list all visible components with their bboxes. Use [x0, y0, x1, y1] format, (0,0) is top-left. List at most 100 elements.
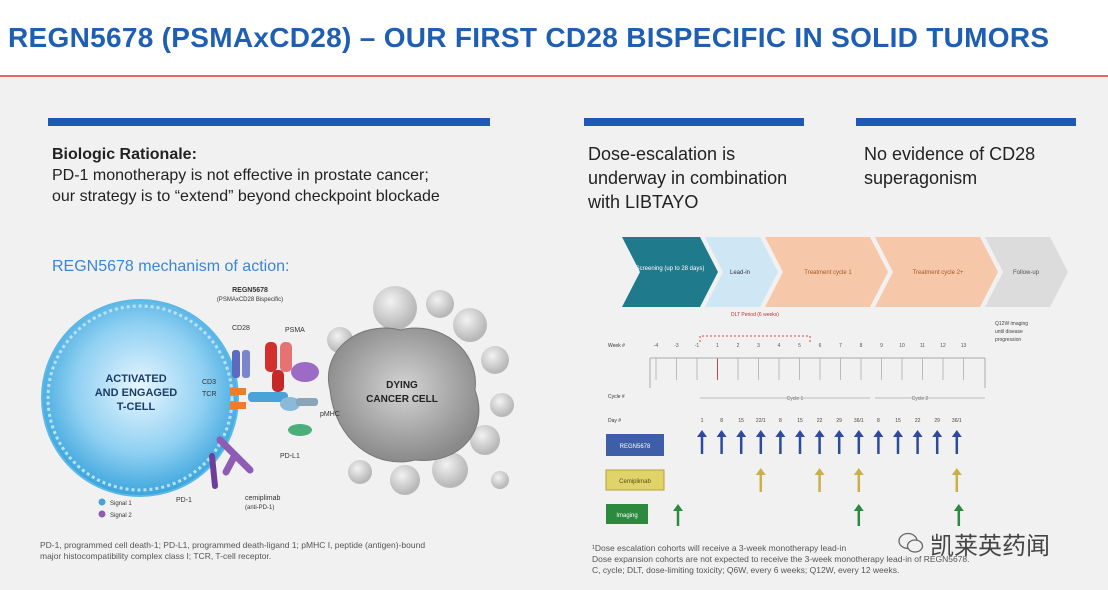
day-label: 15 — [797, 418, 803, 424]
legend-marker-2 — [98, 510, 106, 518]
dose-escalation-text: Dose-escalation is underway in combinati… — [588, 142, 787, 214]
tcell-label-1: ACTIVATED — [105, 373, 166, 385]
week-label: 4 — [778, 343, 781, 349]
label-psma: PSMA — [285, 327, 305, 334]
week-label: 9 — [880, 343, 883, 349]
watermark-text: 凯莱英药闻 — [930, 531, 1050, 560]
regn5678-dose-arrow — [716, 430, 727, 454]
week-label: 8 — [860, 343, 863, 349]
regn5678-dose-arrow — [814, 430, 825, 454]
imaging-arrow — [853, 504, 864, 526]
left-section-bar — [48, 118, 490, 126]
imaging-arrow — [673, 504, 683, 526]
rationale-heading: Biologic Rationale: — [52, 146, 197, 163]
right-footnote: ¹Dose escalation cohorts will receive a … — [592, 543, 970, 576]
right-note-3: progression — [995, 337, 1021, 343]
phase-2-label: Lead-in — [730, 270, 750, 276]
imaging-arrow — [953, 504, 964, 526]
label-cemiplimab: cemiplimab — [245, 495, 281, 502]
pmhc-complex — [296, 398, 318, 406]
tcell-label-2: AND ENGAGED — [95, 387, 178, 399]
week-label: 11 — [920, 343, 925, 349]
left-footnote: PD-1, programmed cell death-1; PD-L1, pr… — [40, 540, 425, 562]
slide-title: REGN5678 (PSMAxCD28) – OUR FIRST CD28 BI… — [8, 22, 1050, 53]
pdl1-ligand — [288, 424, 312, 436]
label-pmhc: pMHC — [320, 411, 340, 418]
cycle-1-label: Cycle 1 — [787, 396, 804, 402]
regn5678-dose-arrow — [775, 430, 786, 454]
label-cemiplimab-sub: (anti-PD-1) — [245, 505, 274, 511]
label-cd28: CD28 — [232, 325, 250, 332]
psma-antigen — [291, 362, 319, 382]
regn5678-dose-arrow — [834, 430, 845, 454]
drug-box-cemiplimab — [605, 469, 665, 491]
drug-1-label: REGN5678 — [620, 444, 651, 450]
phase-3-label: Treatment cycle 1 — [804, 270, 852, 276]
regn5678-dose-arrow — [697, 430, 707, 454]
day-label: 1 — [701, 418, 704, 424]
tcr-complex — [230, 388, 300, 411]
week-label: 3 — [757, 343, 760, 349]
drug-box-regn5678 — [606, 434, 664, 456]
regn5678-dose-arrow — [893, 430, 903, 454]
week-label: 13 — [961, 343, 967, 349]
regn5678-dose-arrow — [873, 430, 884, 454]
moa-title: REGN5678 mechanism of action: — [52, 258, 290, 275]
day-label: 29 — [934, 418, 940, 424]
row-cycle-label: Cycle # — [608, 394, 625, 400]
day-label: 8 — [779, 418, 782, 424]
label-cd3: CD3 — [202, 379, 216, 386]
week-label: -3 — [674, 343, 679, 349]
right-footnote-1: ¹Dose escalation cohorts will receive a … — [592, 543, 847, 553]
day-label: 29 — [836, 418, 842, 424]
row-day-label: Day # — [608, 418, 621, 424]
right-footnote-2: Dose expansion cohorts are not expected … — [592, 554, 970, 564]
week-label: 5 — [798, 343, 801, 349]
label-tcr: TCR — [202, 391, 216, 398]
moa-diagram: DYING CANCER CELL ACTIVATED AND ENGAGED … — [41, 286, 514, 519]
wechat-icon — [898, 532, 924, 553]
cemiplimab-dose-arrow — [951, 468, 962, 492]
legend-item-2: Signal 2 — [110, 513, 132, 519]
rationale-line-2: our strategy is to “extend” beyond check… — [52, 188, 440, 205]
label-pd1: PD-1 — [176, 497, 192, 504]
tumor-blebs — [327, 286, 514, 495]
label-regn5678-sub: (PSMAxCD28 Bispecific) — [217, 297, 283, 303]
cemiplimab-dose-arrow — [853, 468, 864, 492]
middle-section-bar — [584, 118, 804, 126]
supera-line-2: superagonism — [864, 168, 978, 188]
regn5678-dose-arrow — [951, 430, 962, 454]
week-label: 6 — [819, 343, 822, 349]
right-note-2: until disease — [995, 329, 1023, 335]
phase-4-label: Treatment cycle 2+ — [913, 270, 964, 276]
t-cell — [41, 299, 239, 497]
dlt-label: DLT Period (6 weeks) — [731, 312, 779, 318]
day-label: 36/1 — [854, 418, 864, 424]
phase-screening — [622, 237, 718, 307]
week-label: 12 — [940, 343, 946, 349]
superagonism-text: No evidence of CD28 superagonism — [864, 142, 1035, 190]
regn5678-dose-arrow — [912, 430, 923, 454]
day-label: 15 — [895, 418, 901, 424]
day-label: 15 — [738, 418, 744, 424]
week-label: 10 — [899, 343, 905, 349]
tumor-label-2: CANCER CELL — [366, 394, 438, 405]
week-label: -4 — [654, 343, 659, 349]
cemiplimab-dose-arrow — [814, 468, 825, 492]
regn5678-dose-arrow — [736, 430, 747, 454]
legend-item-1: Signal 1 — [110, 501, 132, 507]
regn5678-dose-arrow — [755, 430, 766, 454]
rationale-line-1: PD-1 monotherapy is not effective in pro… — [52, 167, 429, 184]
dose-line-3: with LIBTAYO — [588, 192, 699, 212]
drug-2-label: Cemiplimab — [619, 479, 651, 485]
regn5678-bispecific — [265, 342, 292, 392]
header-divider — [0, 75, 1108, 77]
week-label: 7 — [839, 343, 842, 349]
phase-follow-up — [985, 237, 1068, 307]
cd28-receptor — [232, 350, 250, 378]
week-label: 1 — [716, 343, 719, 349]
phase-cycle-2 — [875, 237, 998, 307]
phase-1-label: Screening (up to 28 days) — [636, 266, 705, 272]
